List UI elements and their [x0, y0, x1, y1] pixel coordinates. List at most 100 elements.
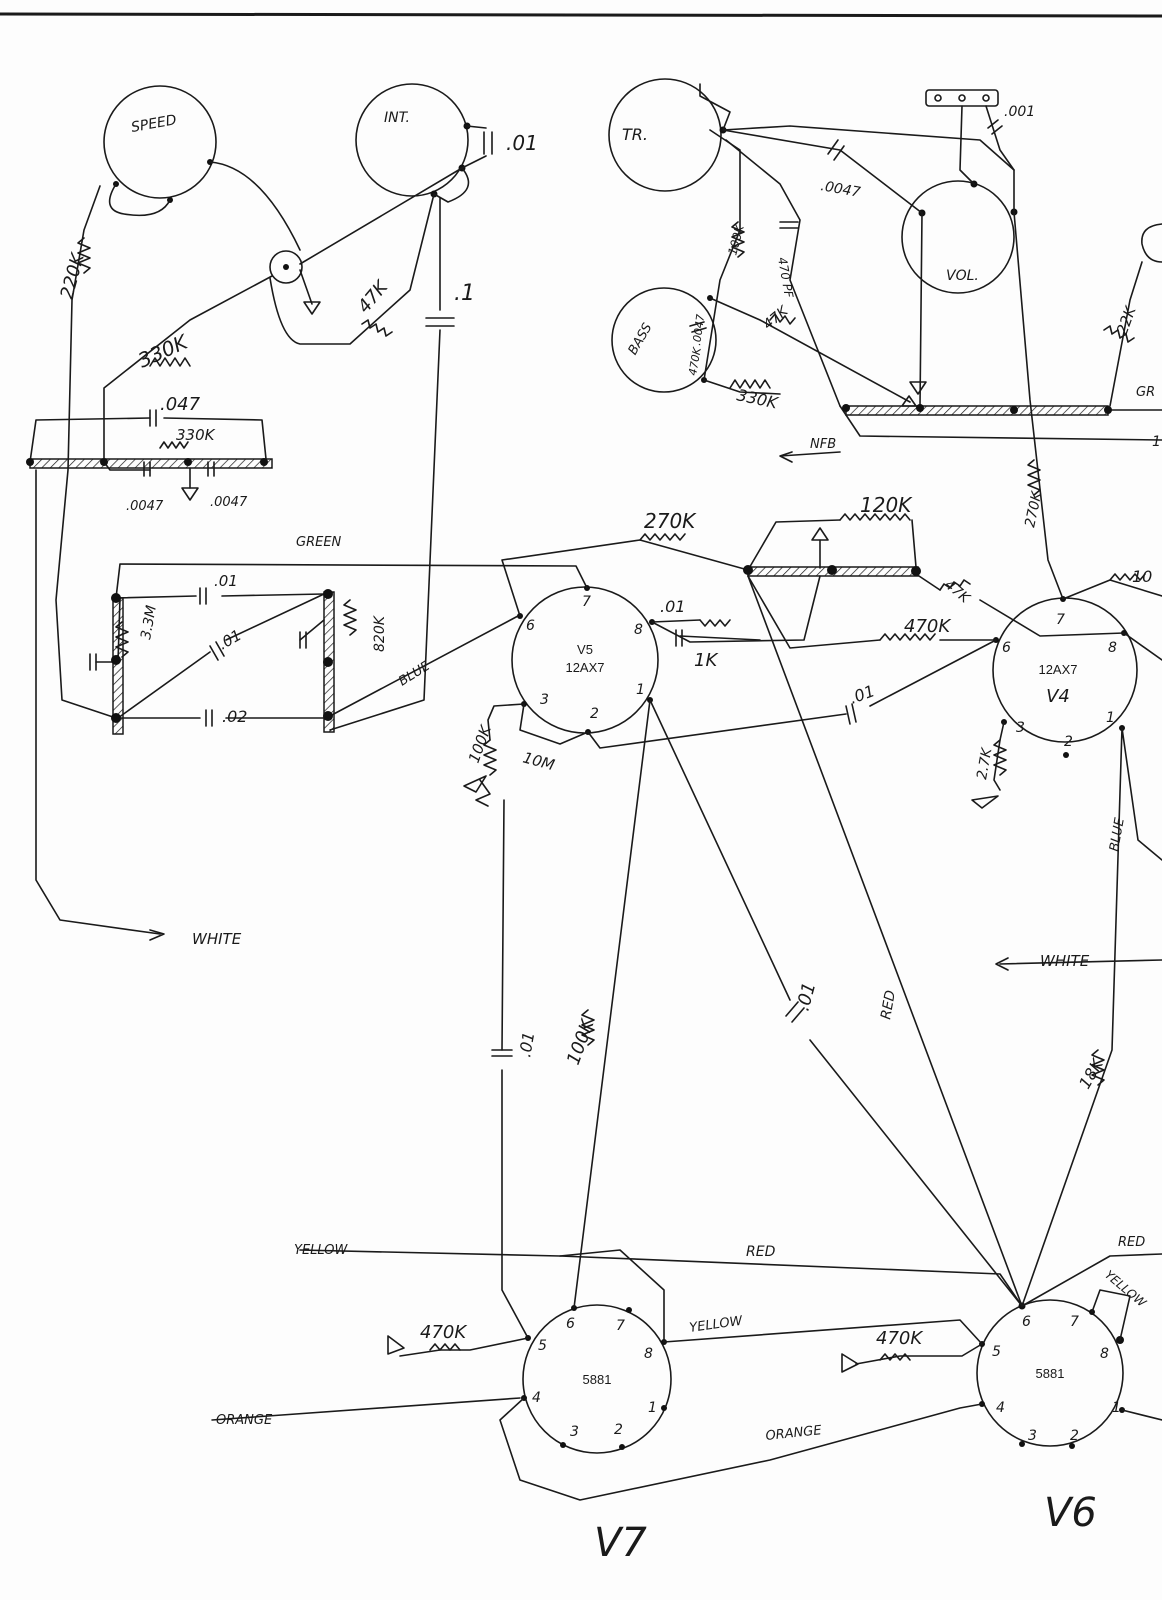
label-r-220k: 220K — [57, 250, 90, 301]
wire-label-white-b: WHITE — [1040, 952, 1090, 970]
v4-pin-7: 7 — [1056, 612, 1065, 628]
page-top-border — [0, 12, 1162, 18]
wire-label-nfb: NFB — [810, 437, 836, 452]
tube-name-v7: V7 — [594, 1520, 647, 1566]
wire-label-yellow-right: YELLOW — [1102, 1268, 1150, 1311]
tube-v7-type: 5881 — [583, 1372, 612, 1387]
capacitors — [89, 119, 1003, 1057]
v5-pin-1: 1 — [636, 682, 645, 698]
v6-pin-2: 2 — [1070, 1428, 1079, 1444]
label-r-470k-bass: 470K — [686, 346, 704, 377]
tube-v6-type: 5881 — [1036, 1366, 1065, 1381]
tone-board-strip — [845, 405, 1109, 416]
treble-pot: TR. — [608, 78, 727, 192]
trem-board-strip — [29, 458, 273, 469]
intensity-pot: INT. — [355, 83, 471, 198]
wire-label-blue-b: BLUE — [1107, 816, 1128, 853]
ground-symbols — [181, 301, 999, 1373]
v6-pin-6: 6 — [1022, 1314, 1031, 1330]
wire-label-red-diag: RED — [878, 989, 899, 1021]
label-r-120k: 120K — [860, 493, 913, 517]
label-r-470k-v7: 470K — [420, 1322, 467, 1343]
v7-pin-1: 1 — [648, 1400, 657, 1416]
v7-pin-6: 6 — [566, 1316, 575, 1332]
label-r-270k: 270K — [644, 509, 697, 533]
tube-v4-type: 12AX7 — [1038, 662, 1077, 677]
v6-pin-5: 5 — [992, 1344, 1001, 1360]
v5-pin-7: 7 — [582, 594, 591, 610]
wire-label-blue-a: BLUE — [396, 658, 433, 689]
bass-pot-label: BASS — [626, 321, 656, 358]
wire-label-gr-partial: GR — [1136, 385, 1155, 400]
v7-pin-8: 8 — [644, 1346, 653, 1362]
volume-pot-label: VOL. — [946, 268, 979, 284]
label-c-01-v5: .01 — [660, 597, 685, 616]
label-c-0047-bass: .0047 — [690, 313, 707, 346]
label-c-0047-tone: .0047 — [819, 178, 861, 201]
wire-label-green: GREEN — [296, 535, 342, 550]
label-r-330k-tone: 330K — [735, 385, 781, 412]
v5-pin-2: 2 — [590, 706, 599, 722]
tube-v4: 12AX7 V4 7 6 8 3 2 1 — [992, 596, 1138, 758]
label-r-100k-v5: 100K — [465, 722, 495, 765]
tube-v5-label: V5 — [577, 642, 593, 657]
v6-pin-4: 4 — [996, 1400, 1005, 1416]
resistors — [77, 221, 1146, 1361]
v4-pin-6: 6 — [1002, 640, 1011, 656]
wire-labels: GREEN BLUE BLUE WHITE WHITE NFB RED RED … — [192, 385, 1161, 1444]
label-r-47k-nfb: 47K — [941, 577, 973, 608]
label-r-1k: 1K — [694, 650, 718, 671]
v7-pin-5: 5 — [538, 1338, 547, 1354]
wire-label-red-right: RED — [1118, 1235, 1145, 1250]
label-c-01-int: .01 — [506, 131, 538, 155]
v7-pin-4: 4 — [532, 1390, 541, 1406]
wiring — [29, 83, 1162, 1501]
label-c-0047-a: .0047 — [126, 499, 164, 514]
label-r-22k: 22K — [1113, 303, 1140, 337]
v4-pin-8: 8 — [1108, 640, 1117, 656]
label-r-10k-partial: 10 — [1132, 567, 1152, 586]
label-r-820k: 820K — [372, 614, 388, 652]
tube-v7: 5881 6 7 5 8 4 1 3 2 — [521, 1304, 672, 1454]
volume-pot: VOL. — [901, 180, 1018, 294]
wire-label-yellow-mid: YELLOW — [688, 1314, 744, 1336]
v7-pin-7: 7 — [616, 1318, 625, 1334]
label-c-01-grid: .01 — [515, 1030, 538, 1058]
label-c-047: .047 — [160, 394, 201, 415]
label-c-01-top: .01 — [214, 572, 238, 590]
label-r-330k-a: 330K — [134, 329, 192, 373]
label-r-470k-v4: 470K — [904, 616, 951, 637]
wire-label-orange-mid: ORANGE — [765, 1423, 823, 1444]
tube-name-v6: V6 — [1044, 1490, 1097, 1536]
wire-label-red-mid: RED — [746, 1244, 776, 1260]
label-c-001: .001 — [1004, 104, 1035, 120]
label-r-3-3m: 3.3M — [138, 604, 160, 641]
label-r-270k-v4: 270K — [1022, 489, 1045, 529]
v7-pin-3: 3 — [570, 1424, 579, 1440]
v4-pin-2: 2 — [1064, 734, 1073, 750]
wire-label-edge-partial: 1 — [1152, 434, 1161, 450]
wire-label-yellow-left: YELLOW — [294, 1243, 348, 1258]
v7-pin-2: 2 — [614, 1422, 623, 1438]
v6-pin-1: 1 — [1112, 1400, 1121, 1416]
partial-pot-right-edge — [1141, 223, 1162, 263]
speed-pot: SPEED — [103, 85, 217, 203]
label-r-100k-grid: 100K — [563, 1016, 599, 1068]
ground-lug — [269, 250, 303, 284]
treble-pot-label: TR. — [622, 125, 648, 144]
speed-pot-label: SPEED — [130, 112, 178, 136]
label-r-470k-v6: 470K — [876, 1328, 923, 1349]
v6-pin-7: 7 — [1070, 1314, 1079, 1330]
intensity-pot-label: INT. — [384, 110, 410, 126]
v5-pin-8: 8 — [634, 622, 643, 638]
label-c-1: .1 — [454, 281, 475, 306]
wire-label-white-a: WHITE — [192, 930, 242, 948]
label-r-10m: 10M — [521, 748, 557, 774]
tube-v4-name: V4 — [1046, 686, 1070, 707]
v6-pin-8: 8 — [1100, 1346, 1109, 1362]
junction-dots — [26, 404, 1112, 723]
tube-v5: V5 12AX7 6 7 8 3 2 1 — [511, 585, 659, 735]
v6-pin-3: 3 — [1028, 1428, 1037, 1444]
